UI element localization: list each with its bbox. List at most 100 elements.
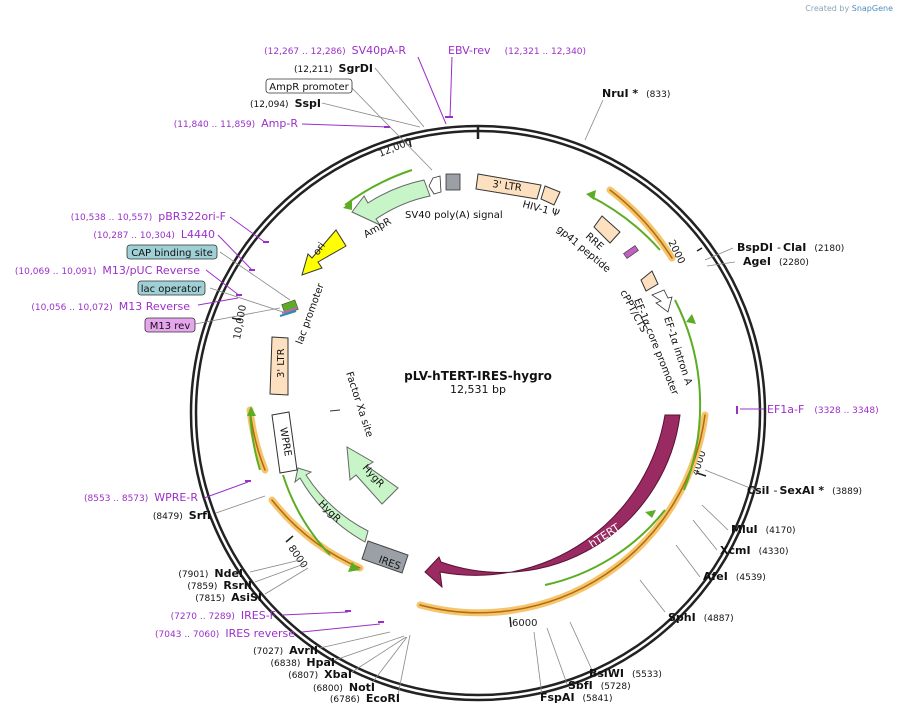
ef1a-core-feature[interactable] — [651, 289, 673, 313]
svg-text:(12,267 .. 12,286)SV40pA-R: (12,267 .. 12,286)SV40pA-R — [264, 44, 406, 57]
svg-text:(7815)AsiSI: (7815)AsiSI — [195, 591, 262, 604]
svg-text:(8553 .. 8573)WPRE-R: (8553 .. 8573)WPRE-R — [84, 491, 198, 504]
site-fspai: FspAI — [540, 691, 575, 704]
green-arc-1 — [589, 195, 661, 251]
gp41-feature[interactable] — [623, 245, 639, 259]
svg-text:(10,069 .. 10,091)M13/pUC Reve: (10,069 .. 10,091)M13/pUC Reverse — [15, 264, 200, 277]
ampr-promoter-box — [265, 78, 353, 94]
primer-marks — [236, 116, 738, 623]
green-arcs — [249, 169, 702, 586]
sv40-feature[interactable] — [445, 173, 461, 191]
svg-text:(7043 .. 7060)IRES reverse: (7043 .. 7060)IRES reverse — [155, 627, 295, 640]
site-xbai: XbaI — [324, 668, 352, 681]
orf-arc-hygr-line — [271, 499, 361, 569]
wpre-feature[interactable] — [271, 411, 298, 474]
ampr-promoter-feature[interactable] — [428, 175, 442, 195]
svg-text:(10,538 .. 10,557)pBR322ori-F: (10,538 .. 10,557)pBR322ori-F — [71, 210, 226, 223]
svg-text:(7901)NdeI: (7901)NdeI — [178, 567, 243, 580]
site-sspi: SspI — [295, 97, 321, 110]
green-arc-ef1a — [674, 299, 702, 491]
svg-text:BspDI-ClaI(2180): BspDI-ClaI(2180) — [737, 241, 844, 254]
tick-12000: 12,000 — [377, 136, 414, 159]
primer-sv40pa-r: SV40pA-R — [352, 44, 407, 57]
green-arc-hygr — [282, 474, 331, 556]
site-afei: AfeI — [703, 570, 728, 583]
factor-xa-marker — [329, 409, 341, 412]
primer-ires-reverse: IRES reverse — [225, 627, 295, 640]
site-sgrdi: SgrDI — [339, 62, 373, 75]
primer-labels: EF1a-F(3328 .. 3348) (7043 .. 7060)IRES … — [15, 44, 879, 640]
site-sphi: SphI — [668, 611, 696, 624]
svg-text:(8479)SrfI: (8479)SrfI — [153, 509, 211, 522]
site-asisi: AsiSI — [231, 591, 262, 604]
htert-feature[interactable] — [424, 414, 681, 589]
cap-binding-label: CAP binding site — [131, 248, 213, 259]
rre-feature[interactable] — [593, 215, 621, 244]
site-noti: NotI — [349, 681, 375, 694]
primer-pbr322ori-f: pBR322ori-F — [158, 210, 226, 223]
svg-text:AgeI(2280): AgeI(2280) — [743, 255, 809, 268]
hygr-outer-feature[interactable] — [294, 467, 369, 543]
m13-rev-label: M13 rev — [150, 321, 191, 332]
site-xcmi: XcmI — [720, 544, 751, 557]
green-arc-ampr — [344, 169, 413, 206]
svg-text:(7859)RsrII: (7859)RsrII — [187, 579, 252, 592]
lac-operator-mark — [281, 307, 298, 314]
hiv-psi-feature[interactable] — [540, 185, 561, 206]
svg-text:EBV-rev(12,321 .. 12,340): EBV-rev(12,321 .. 12,340) — [448, 44, 586, 57]
site-bsiwi: BsiWI — [589, 667, 624, 680]
svg-text:EF1a-F(3328 .. 3348): EF1a-F(3328 .. 3348) — [767, 403, 879, 416]
m13-rev-box — [144, 317, 196, 333]
svg-text:(7270 .. 7289)IRES-F: (7270 .. 7289)IRES-F — [171, 609, 276, 622]
svg-text:(7027)AvrII: (7027)AvrII — [253, 644, 318, 657]
site-agei: AgeI — [743, 255, 771, 268]
svg-text:(11,840 .. 11,859)Amp-R: (11,840 .. 11,859)Amp-R — [174, 117, 299, 130]
svg-text:(6786)EcoRI: (6786)EcoRI — [330, 692, 400, 705]
svg-text:(6800)NotI: (6800)NotI — [313, 681, 375, 694]
orf-arc-hygr — [268, 496, 364, 572]
site-srfi: SrfI — [189, 509, 211, 522]
svg-text:(12,211)SgrDI: (12,211)SgrDI — [294, 62, 373, 75]
svg-text:CsiI-SexAI *(3889): CsiI-SexAI *(3889) — [747, 484, 862, 497]
primer-ebv-rev: EBV-rev — [448, 44, 491, 57]
boxed-feature-labels: CAP binding site lac operator M13 rev Am… — [126, 78, 353, 333]
tick-marks — [231, 137, 707, 628]
lac-operator-box — [137, 280, 206, 296]
left-site-labels: (6786)EcoRI (6800)NotI (6807)XbaI (6838)… — [153, 62, 400, 705]
site-leader-lines — [194, 67, 756, 697]
ori-feature[interactable] — [301, 229, 347, 276]
tick-6000: 6000 — [512, 618, 537, 629]
right-site-labels: NruI *(833) BspDI-ClaI(2180) AgeI(2280) … — [540, 87, 862, 704]
ampr-feature[interactable] — [351, 179, 431, 227]
cap-binding-box — [126, 244, 218, 260]
svg-text:XcmI(4330): XcmI(4330) — [720, 544, 789, 557]
svg-text:MluI(4170): MluI(4170) — [731, 523, 796, 536]
factor-xa-label: Factor Xa site — [343, 371, 374, 439]
svg-text:(6807)XbaI: (6807)XbaI — [288, 668, 352, 681]
cap-site-mark — [279, 310, 297, 317]
primer-amp-r: Amp-R — [261, 117, 298, 130]
primer-ires-f: IRES-F — [241, 609, 276, 622]
cppt-feature[interactable] — [640, 270, 659, 292]
svg-text:(6838)HpaI: (6838)HpaI — [270, 656, 335, 669]
svg-text:SphI(4887): SphI(4887) — [668, 611, 734, 624]
site-avrii: AvrII — [289, 644, 318, 657]
ltr-top-label: 3' LTR — [492, 179, 523, 194]
lac-promoter-label: lac promoter — [294, 281, 327, 346]
primer-ef1a-f: EF1a-F — [767, 403, 804, 416]
ampr-label: AmpR — [362, 216, 393, 240]
hygr-inner-feature[interactable] — [346, 446, 399, 505]
svg-text:AfeI(4539): AfeI(4539) — [703, 570, 766, 583]
snapgene-logo-text: SnapGene — [851, 4, 893, 13]
ires-feature[interactable] — [361, 540, 409, 574]
site-csii: CsiI — [747, 484, 769, 497]
svg-text:BsiWI(5533): BsiWI(5533) — [589, 667, 662, 680]
ltr3-left-feature[interactable] — [269, 336, 289, 396]
ltr-top-feature[interactable] — [475, 173, 542, 200]
svg-text:NruI *(833): NruI *(833) — [602, 87, 670, 100]
svg-text:(10,287 .. 10,304)L4440: (10,287 .. 10,304)L4440 — [93, 228, 215, 241]
plasmid-length: 12,531 bp — [450, 383, 506, 396]
tick-10000: 10,000 — [232, 304, 249, 340]
site-sbfi: SbfI — [568, 679, 593, 692]
